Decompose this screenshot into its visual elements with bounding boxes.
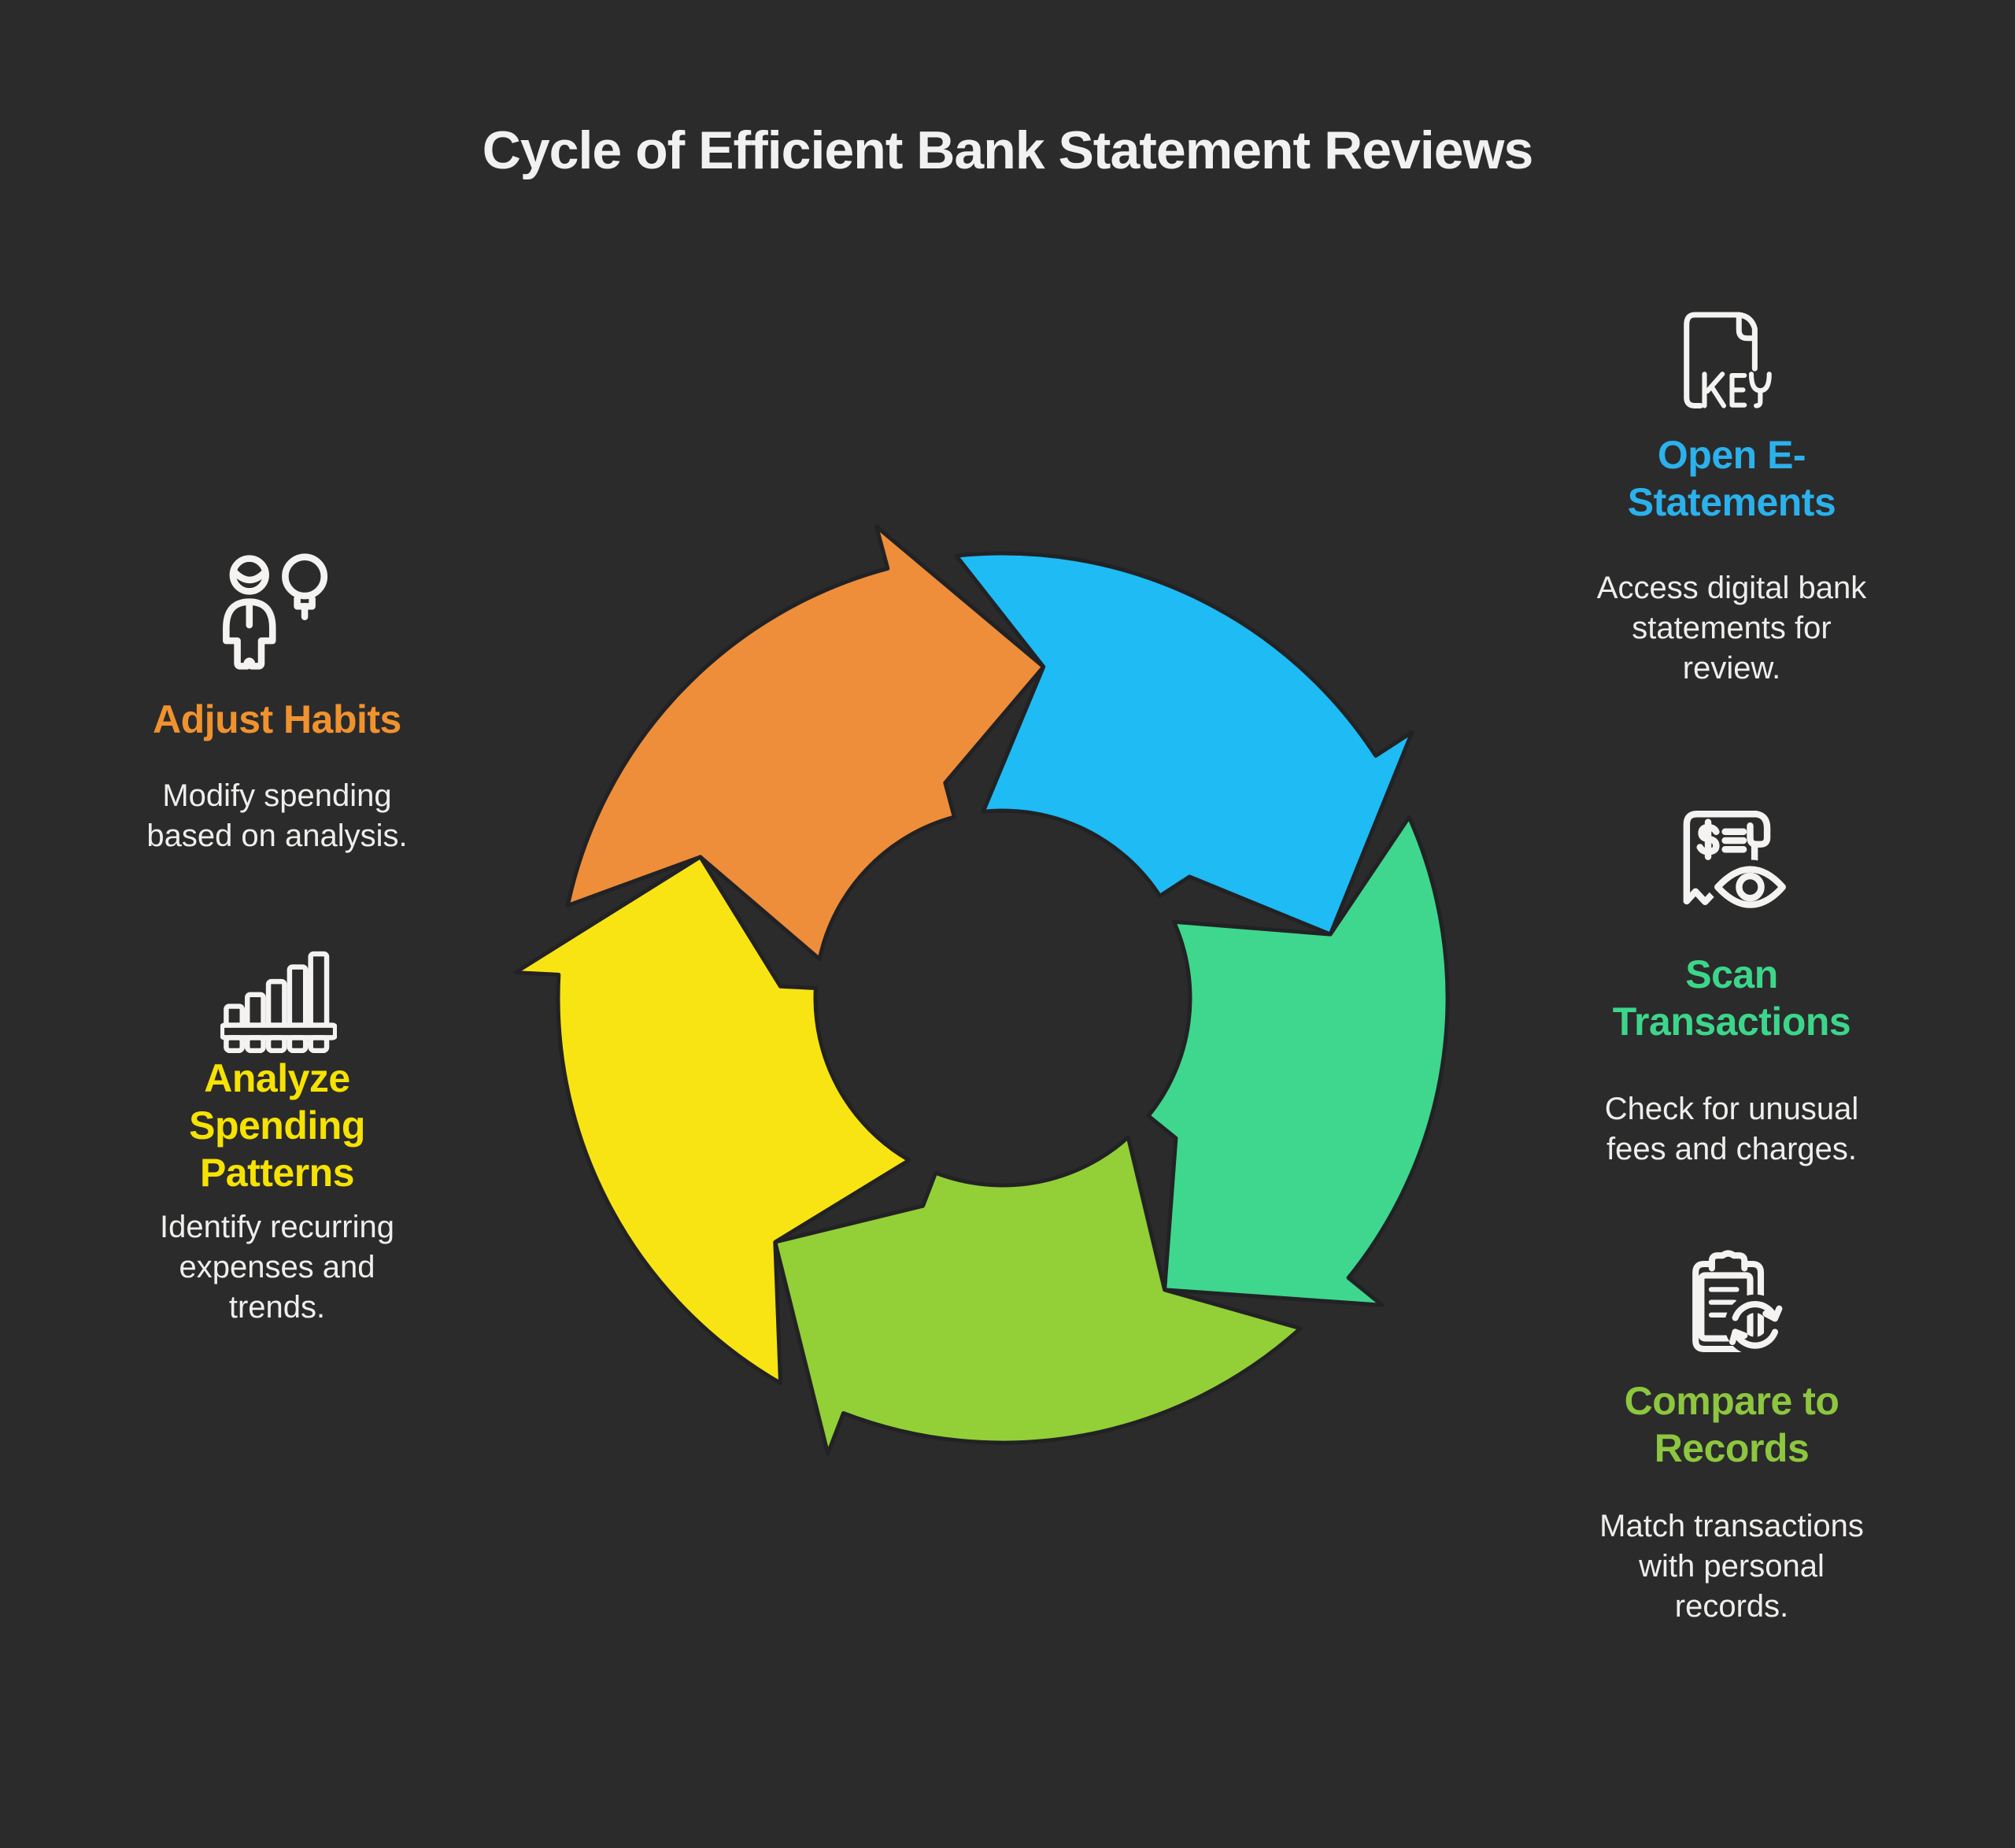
step-description-adjust-habits: Modify spending based on analysis.: [146, 778, 408, 853]
analyze-spending-arrow: [513, 855, 911, 1385]
step-heading-scan-transactions: Scan Transactions: [1612, 952, 1851, 1044]
open-e-statements-arrow: [954, 551, 1414, 937]
bar-chart-icon: [220, 951, 337, 1053]
adjust-habits-arrow: [565, 524, 1046, 961]
scan-transactions-arrow: [1146, 815, 1450, 1307]
compare-to-records-arrow: [773, 1135, 1303, 1456]
step-heading-compare-to-records: Compare to Records: [1624, 1379, 1839, 1470]
clipboard-sync-icon: [1673, 1250, 1791, 1363]
receipt-eye-icon: [1673, 804, 1791, 924]
step-heading-open-e-statements: Open E- Statements: [1627, 433, 1836, 524]
step-description-analyze-spending-patterns: Identify recurring expenses and trends.: [160, 1210, 394, 1325]
step-description-compare-to-records: Match transactions with personal records…: [1599, 1509, 1864, 1624]
step-description-open-e-statements: Access digital bank statements for revie…: [1596, 571, 1867, 686]
page-title: Cycle of Efficient Bank Statement Review…: [482, 120, 1534, 180]
key-document-icon: [1674, 302, 1784, 416]
step-description-scan-transactions: Check for unusual fees and charges.: [1604, 1092, 1859, 1166]
step-heading-analyze-spending-patterns: Analyze Spending Patterns: [189, 1056, 365, 1195]
step-heading-adjust-habits: Adjust Habits: [153, 697, 401, 741]
person-idea-icon: [216, 553, 336, 672]
